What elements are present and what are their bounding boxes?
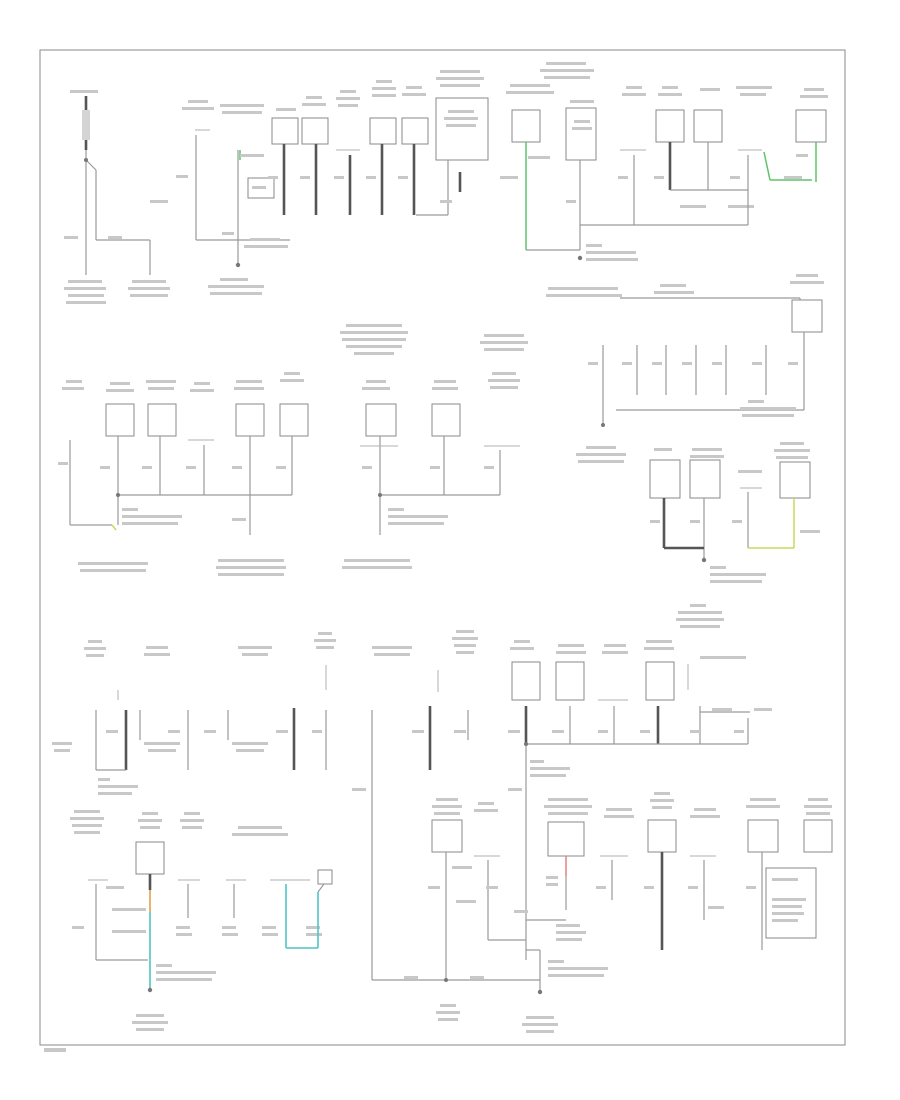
row-4-components (70, 792, 833, 1033)
row-1-components (64, 62, 828, 304)
diagram-frame (39, 49, 846, 1046)
diagram-id-label (44, 1048, 66, 1052)
row-2-components (58, 274, 824, 628)
row-3-components (52, 630, 772, 980)
